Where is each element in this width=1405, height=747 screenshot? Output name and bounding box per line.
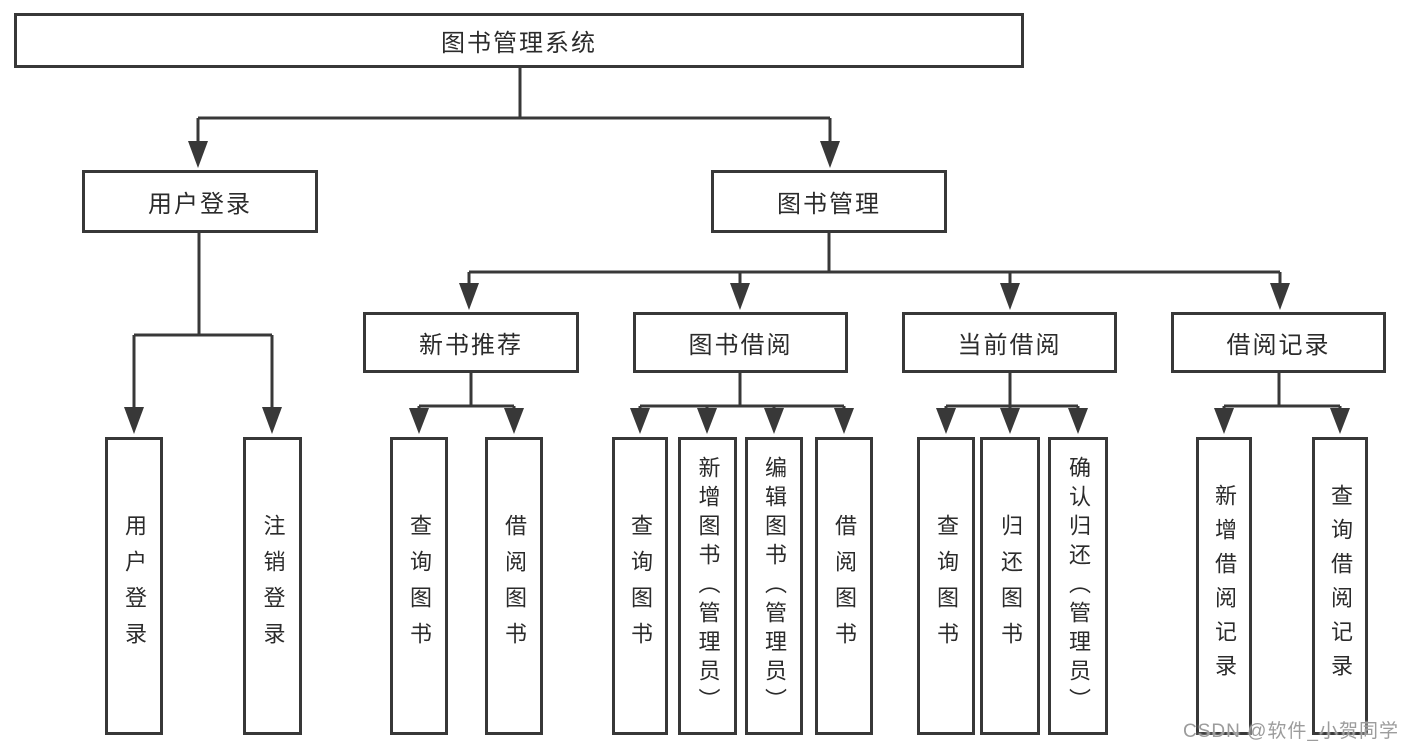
arrow-down-icon	[1068, 408, 1088, 434]
arrow-down-icon	[936, 408, 956, 434]
leaf-label: 归还图书	[998, 514, 1023, 658]
arrow-down-icon	[630, 408, 650, 434]
arrow-down-icon	[1214, 408, 1234, 434]
arrow-down-icon	[764, 408, 784, 434]
leaf-borrow-books-2: 借阅图书	[815, 437, 873, 735]
leaf-return-books: 归还图书	[980, 437, 1040, 735]
leaf-edit-books-admin: 编辑图书（管理员）	[745, 437, 803, 735]
leaf-label: 查询图书	[407, 514, 432, 658]
leaf-label: 新增图书（管理员）	[695, 455, 721, 717]
node-root-system: 图书管理系统	[14, 13, 1024, 68]
leaf-label: 查询图书	[628, 514, 653, 658]
arrow-down-icon	[262, 407, 282, 434]
leaf-label: 借阅图书	[502, 514, 527, 658]
arrow-down-icon	[1270, 283, 1290, 310]
node-user-login: 用户登录	[82, 170, 318, 233]
node-current-borrow: 当前借阅	[902, 312, 1117, 373]
leaf-add-books-admin: 新增图书（管理员）	[678, 437, 737, 735]
leaf-logout: 注销登录	[243, 437, 302, 735]
leaf-query-books-1: 查询图书	[390, 437, 448, 735]
node-new-book-recommend: 新书推荐	[363, 312, 579, 373]
node-book-borrow: 图书借阅	[633, 312, 848, 373]
arrow-down-icon	[697, 408, 717, 434]
arrow-down-icon	[124, 407, 144, 434]
leaf-add-borrow-record: 新增借阅记录	[1196, 437, 1252, 735]
arrow-down-icon	[820, 141, 840, 168]
leaf-borrow-books-1: 借阅图书	[485, 437, 543, 735]
leaf-user-login: 用户登录	[105, 437, 163, 735]
csdn-watermark: CSDN @软件_小贺同学	[1183, 721, 1399, 742]
arrow-down-icon	[504, 408, 524, 434]
leaf-label: 新增借阅记录	[1212, 484, 1237, 688]
arrow-down-icon	[459, 283, 479, 310]
leaf-confirm-return-admin: 确认归还（管理员）	[1048, 437, 1108, 735]
arrow-down-icon	[1000, 408, 1020, 434]
arrow-down-icon	[834, 408, 854, 434]
leaf-label: 编辑图书（管理员）	[762, 455, 787, 717]
arrow-down-icon	[1330, 408, 1350, 434]
leaf-label: 查询借阅记录	[1328, 484, 1353, 688]
arrow-down-icon	[1000, 283, 1020, 310]
arrow-down-icon	[188, 141, 208, 168]
leaf-query-borrow-record: 查询借阅记录	[1312, 437, 1368, 735]
leaf-label: 确认归还（管理员）	[1066, 455, 1091, 717]
leaf-query-books-2: 查询图书	[612, 437, 668, 735]
leaf-query-books-3: 查询图书	[917, 437, 975, 735]
node-book-management: 图书管理	[711, 170, 947, 233]
arrow-down-icon	[409, 408, 429, 434]
arrow-down-icon	[730, 283, 750, 310]
leaf-label: 查询图书	[934, 514, 959, 658]
node-borrow-records: 借阅记录	[1171, 312, 1386, 373]
leaf-label: 用户登录	[122, 514, 147, 658]
leaf-label: 注销登录	[260, 514, 286, 658]
leaf-label: 借阅图书	[832, 514, 857, 658]
